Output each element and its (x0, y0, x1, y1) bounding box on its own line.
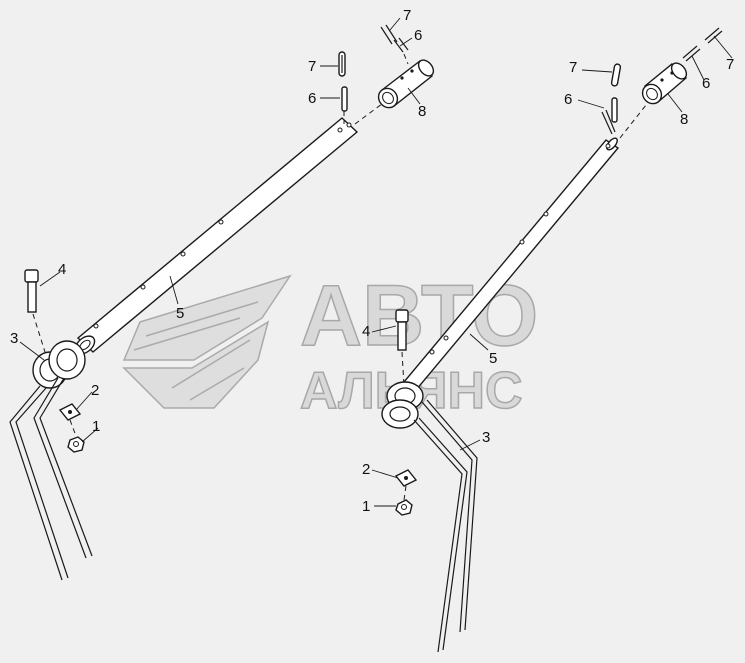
left-nut (67, 436, 85, 453)
callout-7: 7 (569, 59, 577, 76)
right-nut (395, 499, 413, 516)
logo-lower-wing (122, 320, 270, 409)
callout-4: 4 (58, 261, 66, 278)
callout-6: 6 (702, 75, 710, 92)
callout-7: 7 (308, 58, 316, 75)
callout-1: 1 (362, 498, 370, 515)
right-pins (601, 27, 723, 135)
right-spring (381, 381, 478, 653)
left-pins (338, 24, 409, 124)
callout-4: 4 (362, 323, 370, 340)
watermark-logo: АВТО АЛЬЯНС (122, 267, 539, 421)
callout-1: 1 (92, 418, 100, 435)
callout-3: 3 (10, 330, 18, 347)
callout-5: 5 (489, 350, 497, 367)
callout-8: 8 (680, 111, 688, 128)
callout-6: 6 (308, 90, 316, 107)
left-assembly: 1 2 3 4 5 6 7 8 6 7 (9, 7, 435, 581)
callout-6: 6 (414, 27, 422, 44)
right-bolt (395, 309, 409, 387)
callout-5: 5 (176, 305, 184, 322)
callout-8: 8 (418, 103, 426, 120)
callout-2: 2 (362, 461, 370, 478)
right-assembly: 1 2 3 4 5 6 7 8 6 7 (362, 27, 734, 653)
callout-7: 7 (726, 56, 734, 73)
callout-3: 3 (482, 429, 490, 446)
left-bolt (24, 269, 46, 353)
callout-6: 6 (564, 91, 572, 108)
callout-2: 2 (91, 382, 99, 399)
right-sleeve (641, 62, 688, 105)
callout-7: 7 (403, 7, 411, 24)
left-spring (9, 340, 93, 581)
left-sleeve (377, 59, 435, 109)
